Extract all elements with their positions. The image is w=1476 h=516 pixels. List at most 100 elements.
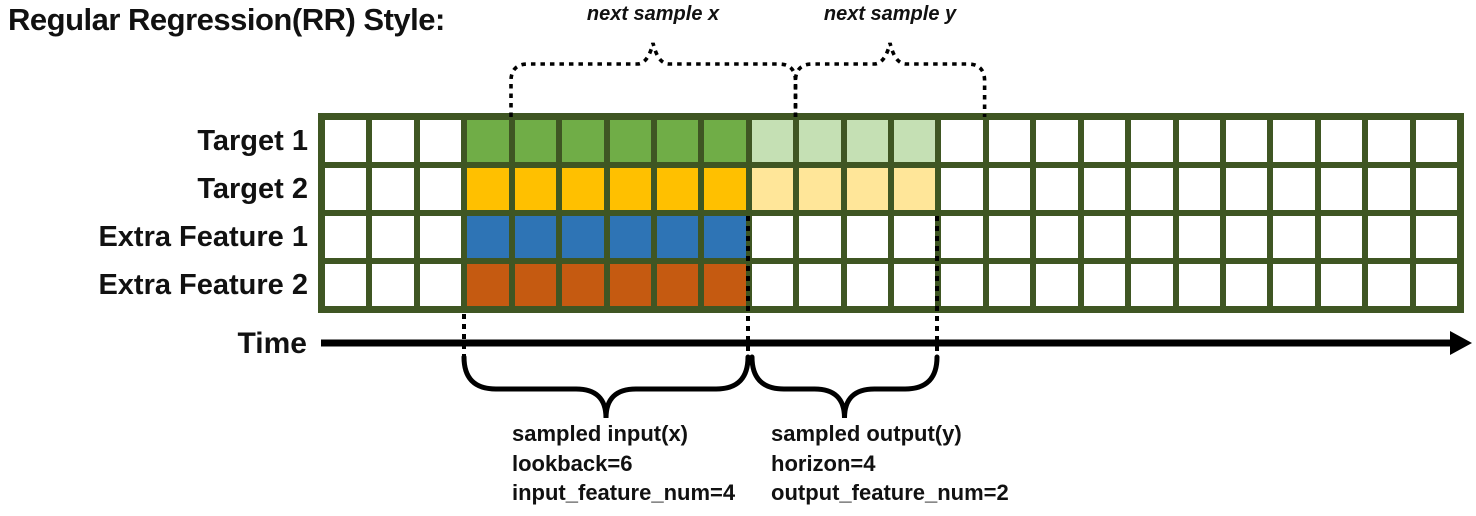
row-label-target-2: Target 2 bbox=[197, 173, 308, 205]
grid-cell bbox=[609, 168, 651, 210]
grid-cell bbox=[799, 120, 841, 162]
grid-cell bbox=[325, 216, 367, 258]
grid-cell bbox=[846, 168, 888, 210]
grid-cell bbox=[799, 216, 841, 258]
grid-cell bbox=[562, 168, 604, 210]
grid-cell bbox=[1036, 120, 1078, 162]
page-title: Regular Regression(RR) Style: bbox=[8, 2, 445, 37]
grid-cell bbox=[894, 120, 936, 162]
grid-cell bbox=[514, 264, 557, 306]
grid-cell bbox=[751, 264, 794, 306]
sampled-input-annotation: sampled input(x) lookback=6 input_featur… bbox=[512, 419, 735, 508]
grid-cell bbox=[988, 120, 1031, 162]
grid-cell bbox=[1083, 168, 1126, 210]
grid-cell bbox=[751, 168, 794, 210]
grid-cell bbox=[1131, 120, 1173, 162]
grid-cell bbox=[1368, 216, 1410, 258]
grid-cell bbox=[846, 120, 888, 162]
row-label-target-1: Target 1 bbox=[197, 125, 308, 157]
grid-cell bbox=[704, 168, 746, 210]
grid-cell bbox=[656, 216, 699, 258]
grid-cell bbox=[799, 264, 841, 306]
grid-cell bbox=[656, 264, 699, 306]
grid-cell bbox=[1178, 120, 1220, 162]
grid-cell bbox=[1273, 120, 1315, 162]
grid-cell bbox=[372, 216, 414, 258]
next-sample-x-label: next sample x bbox=[586, 3, 720, 25]
grid-cell bbox=[799, 168, 841, 210]
sampled-input-brace-icon bbox=[461, 354, 751, 419]
grid-cell bbox=[704, 216, 746, 258]
sampled-input-line: sampled input(x) bbox=[512, 421, 689, 446]
grid-cell bbox=[1178, 264, 1220, 306]
grid-cell bbox=[894, 264, 936, 306]
grid-cell bbox=[751, 216, 794, 258]
grid-cell bbox=[894, 168, 936, 210]
grid-cell bbox=[751, 120, 794, 162]
grid-cell bbox=[562, 120, 604, 162]
grid-cell bbox=[1083, 120, 1126, 162]
input-feature-num-line: input_feature_num=4 bbox=[512, 480, 736, 505]
grid-cell bbox=[1320, 264, 1363, 306]
grid-cell bbox=[1368, 168, 1410, 210]
horizon-line: horizon=4 bbox=[771, 450, 876, 476]
grid-cell bbox=[1036, 264, 1078, 306]
grid-cell bbox=[609, 216, 651, 258]
row-label-extra-feature-1: Extra Feature 1 bbox=[98, 221, 308, 253]
grid-cell bbox=[1178, 168, 1220, 210]
grid-cell bbox=[846, 264, 888, 306]
time-axis-label: Time bbox=[237, 327, 307, 360]
grid-cell bbox=[1273, 168, 1315, 210]
next-sample-x-brace-icon bbox=[509, 42, 798, 117]
grid-cell bbox=[1320, 120, 1363, 162]
grid-cell bbox=[325, 168, 367, 210]
sampled-output-brace-icon bbox=[749, 354, 940, 419]
grid-cell bbox=[1036, 216, 1078, 258]
grid-cell bbox=[704, 120, 746, 162]
grid-cell bbox=[988, 216, 1031, 258]
grid-cell bbox=[1083, 216, 1126, 258]
grid-cell bbox=[1320, 216, 1363, 258]
grid-cell bbox=[609, 120, 651, 162]
grid-cell bbox=[1368, 120, 1410, 162]
grid-cell bbox=[419, 264, 462, 306]
grid-cell bbox=[846, 216, 888, 258]
grid-cell bbox=[704, 264, 746, 306]
grid-cell bbox=[894, 216, 936, 258]
grid-cell bbox=[1415, 120, 1457, 162]
grid-cell bbox=[514, 216, 557, 258]
grid-cell bbox=[467, 216, 509, 258]
grid-cell bbox=[941, 216, 983, 258]
next-sample-y-label: next sample y bbox=[823, 3, 957, 25]
grid-cell bbox=[419, 120, 462, 162]
grid-cell bbox=[514, 120, 557, 162]
time-axis-arrowhead-icon bbox=[1450, 331, 1472, 355]
grid-cell bbox=[419, 216, 462, 258]
grid-cell bbox=[609, 264, 651, 306]
grid-cell bbox=[372, 168, 414, 210]
grid-cell bbox=[467, 264, 509, 306]
grid-cell bbox=[325, 264, 367, 306]
grid-cell bbox=[941, 120, 983, 162]
grid-cell bbox=[1368, 264, 1410, 306]
grid-cell bbox=[1320, 168, 1363, 210]
grid-cell bbox=[562, 264, 604, 306]
grid-cell bbox=[656, 120, 699, 162]
sampled-output-line: sampled output(y) bbox=[771, 421, 962, 446]
grid-cell bbox=[372, 120, 414, 162]
grid-cell bbox=[1225, 216, 1268, 258]
grid-cell bbox=[1131, 216, 1173, 258]
grid-cell bbox=[1415, 264, 1457, 306]
grid-cell bbox=[1178, 216, 1220, 258]
grid-cell bbox=[562, 216, 604, 258]
sampled-output-annotation: sampled output(y) horizon=4 output_featu… bbox=[771, 419, 1009, 508]
grid-cell bbox=[1083, 264, 1126, 306]
lookback-line: lookback=6 bbox=[512, 450, 633, 476]
grid-cell bbox=[467, 120, 509, 162]
grid-cell bbox=[988, 264, 1031, 306]
row-label-extra-feature-2: Extra Feature 2 bbox=[98, 269, 308, 301]
grid-cell bbox=[1415, 168, 1457, 210]
output-feature-num-line: output_feature_num=2 bbox=[771, 480, 1009, 505]
grid-cell bbox=[988, 168, 1031, 210]
